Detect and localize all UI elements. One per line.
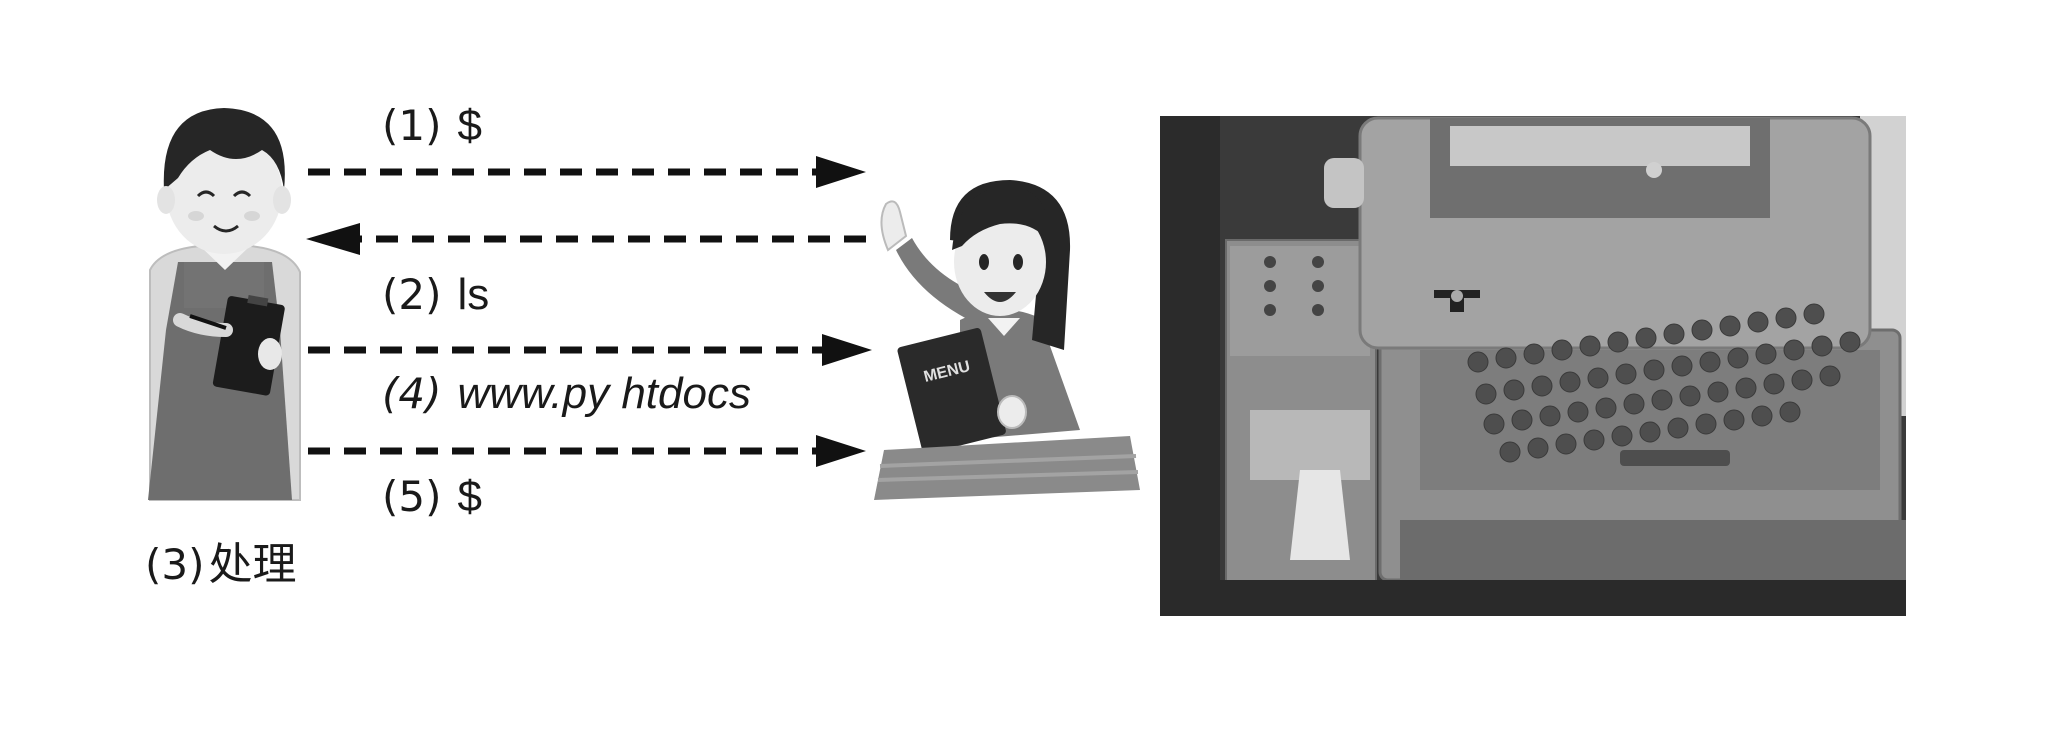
customer-collar <box>988 318 1020 336</box>
step-4-label: (4) www.py htdocs <box>382 372 751 416</box>
table <box>874 436 1140 500</box>
customer-hand <box>997 395 1027 429</box>
waiter-face <box>166 130 282 254</box>
customer-raised-arm <box>896 238 996 330</box>
photo-background-left <box>1160 116 1220 616</box>
arrow-4-to-customer <box>308 334 872 366</box>
platen-knob-icon <box>1646 162 1662 178</box>
waiter-mouth <box>213 224 239 233</box>
customer-face <box>954 208 1046 316</box>
arrow-5-to-customer <box>308 435 866 467</box>
step-4-command: www.py htdocs <box>457 369 751 418</box>
step-3-label: (3)处理 <box>145 543 297 587</box>
knob-4-icon <box>1312 280 1324 292</box>
step-1-command: $ <box>457 101 482 150</box>
waiter-arm <box>173 313 233 337</box>
teletype-front <box>1400 520 1906 580</box>
step-2-number: (2) <box>382 270 442 319</box>
knob-1-icon <box>1264 256 1276 268</box>
step-2-label: (2) ls <box>382 273 489 317</box>
customer-eye-right <box>1013 254 1023 270</box>
waiter-figure <box>148 108 301 501</box>
step-1-number: (1) <box>382 101 442 150</box>
step-4-number: (4) <box>382 369 442 418</box>
customer-hair-bangs <box>952 186 1049 250</box>
menu-booklet: MENU <box>897 327 1006 454</box>
arrow-1-to-customer <box>308 156 866 188</box>
step-2-command: ls <box>457 270 490 319</box>
step-1-label: (1) $ <box>382 104 482 148</box>
teletype-paper <box>1450 126 1750 166</box>
step-3-text: 处理 <box>208 539 297 590</box>
step-5-command: $ <box>457 472 482 521</box>
photo-bottom <box>1160 580 1906 616</box>
knob-5-icon <box>1264 304 1276 316</box>
customer-figure: MENU <box>874 180 1140 500</box>
customer-eye-left <box>979 254 989 270</box>
customer-raised-hand <box>880 200 908 252</box>
step-5-label: (5) $ <box>382 475 482 519</box>
arrow-2-to-waiter <box>306 223 866 255</box>
pen-icon <box>189 314 227 330</box>
step-5-number: (5) <box>382 472 442 521</box>
side-knob <box>1324 158 1364 208</box>
waiter-eye-right <box>232 190 252 198</box>
knob-6-icon <box>1312 304 1324 316</box>
table-stripe-1 <box>879 454 1137 468</box>
waiter-cheek-left <box>188 211 204 221</box>
waiter-hair <box>163 108 285 190</box>
clipboard-icon <box>212 295 285 396</box>
tape-unit-top <box>1230 246 1370 356</box>
customer-mouth <box>984 292 1016 302</box>
tape-reader <box>1250 410 1370 480</box>
table-stripe-2 <box>877 470 1139 482</box>
space-bar <box>1620 450 1730 466</box>
step-3-number: (3) <box>145 540 205 589</box>
waiter-ear-right <box>273 186 291 214</box>
keyboard-keys <box>1467 303 1861 463</box>
teletype-logo-icon <box>1434 290 1480 312</box>
knob-2-icon <box>1312 256 1324 268</box>
waiter-eye-left <box>196 190 216 198</box>
knob-3-icon <box>1264 280 1276 292</box>
paper-tape <box>1290 470 1350 560</box>
waiter-hand <box>258 338 282 370</box>
waiter-cheek-right <box>244 211 260 221</box>
waiter-ear-left <box>157 186 175 214</box>
teletype-photo <box>1160 116 1906 616</box>
